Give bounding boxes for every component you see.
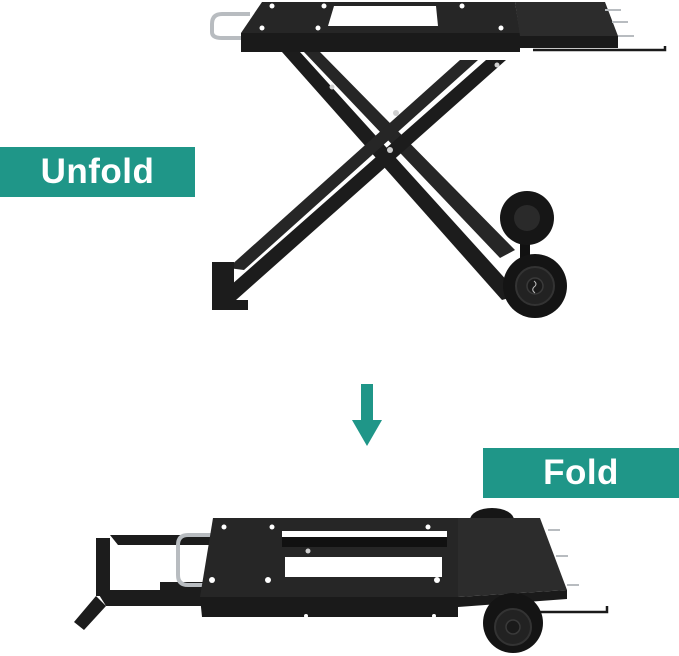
arrow-down-icon — [352, 384, 382, 446]
fold-label-banner: Fold — [483, 448, 679, 498]
unfold-label: Unfold — [40, 152, 155, 191]
fold-label: Fold — [543, 453, 619, 492]
unfold-label-banner: Unfold — [0, 147, 195, 197]
